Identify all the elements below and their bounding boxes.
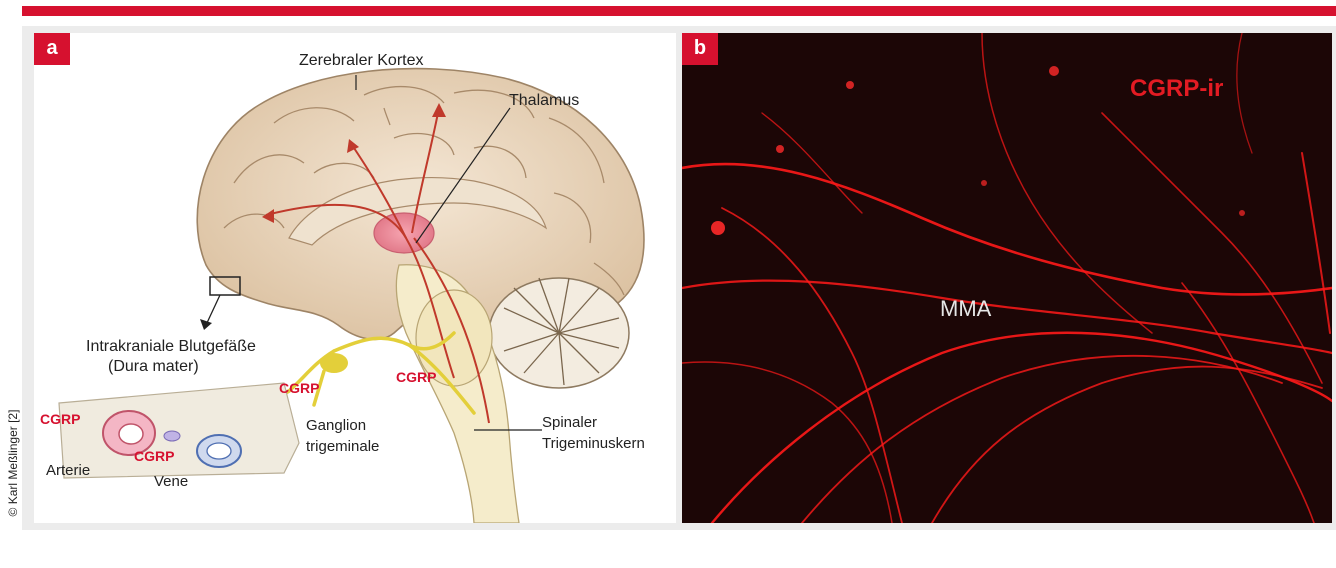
callout-arrowhead — [200, 319, 212, 330]
label-cgrp-ir: CGRP-ir — [1130, 75, 1223, 102]
small-vessel — [164, 431, 180, 441]
panel-a-tag: a — [34, 33, 70, 65]
image-credit: © Karl Meßlinger [2] — [6, 358, 20, 568]
brain-diagram-svg: Zerebraler Kortex Thalamus Intrakraniale… — [34, 33, 676, 523]
panel-b-micrograph: b CGRP-ir MMA — [682, 33, 1332, 523]
label-vessels-1: Intrakraniale Blutgefäße — [86, 338, 256, 355]
label-ganglion-1: Ganglion — [306, 417, 366, 434]
label-vessels-2: (Dura mater) — [108, 358, 199, 375]
dura-mater-strip — [59, 383, 299, 478]
vein-lumen — [207, 443, 231, 459]
micrograph-background — [682, 33, 1332, 523]
ganglion-trigeminale-shape — [320, 353, 348, 373]
artery-lumen — [119, 424, 143, 444]
micrograph-svg: CGRP-ir MMA — [682, 33, 1332, 523]
label-vein: Vene — [154, 473, 188, 490]
panel-b-tag: b — [682, 33, 718, 65]
label-artery: Arterie — [46, 462, 90, 479]
label-mma: MMA — [940, 296, 992, 321]
label-nucleus-2: Trigeminuskern — [542, 435, 645, 452]
label-cgrp-vessels: CGRP — [134, 448, 174, 464]
panel-a-brain-diagram: a — [34, 33, 676, 523]
label-cgrp-ganglion: CGRP — [279, 380, 319, 396]
accent-bar — [22, 6, 1336, 16]
callout-line — [206, 295, 220, 325]
label-thalamus: Thalamus — [509, 92, 579, 109]
label-cgrp-brainstem: CGRP — [396, 369, 436, 385]
label-ganglion-2: trigeminale — [306, 438, 379, 455]
label-cgrp-artery: CGRP — [40, 411, 80, 427]
label-nucleus-1: Spinaler — [542, 414, 597, 431]
label-cortex: Zerebraler Kortex — [299, 52, 424, 69]
